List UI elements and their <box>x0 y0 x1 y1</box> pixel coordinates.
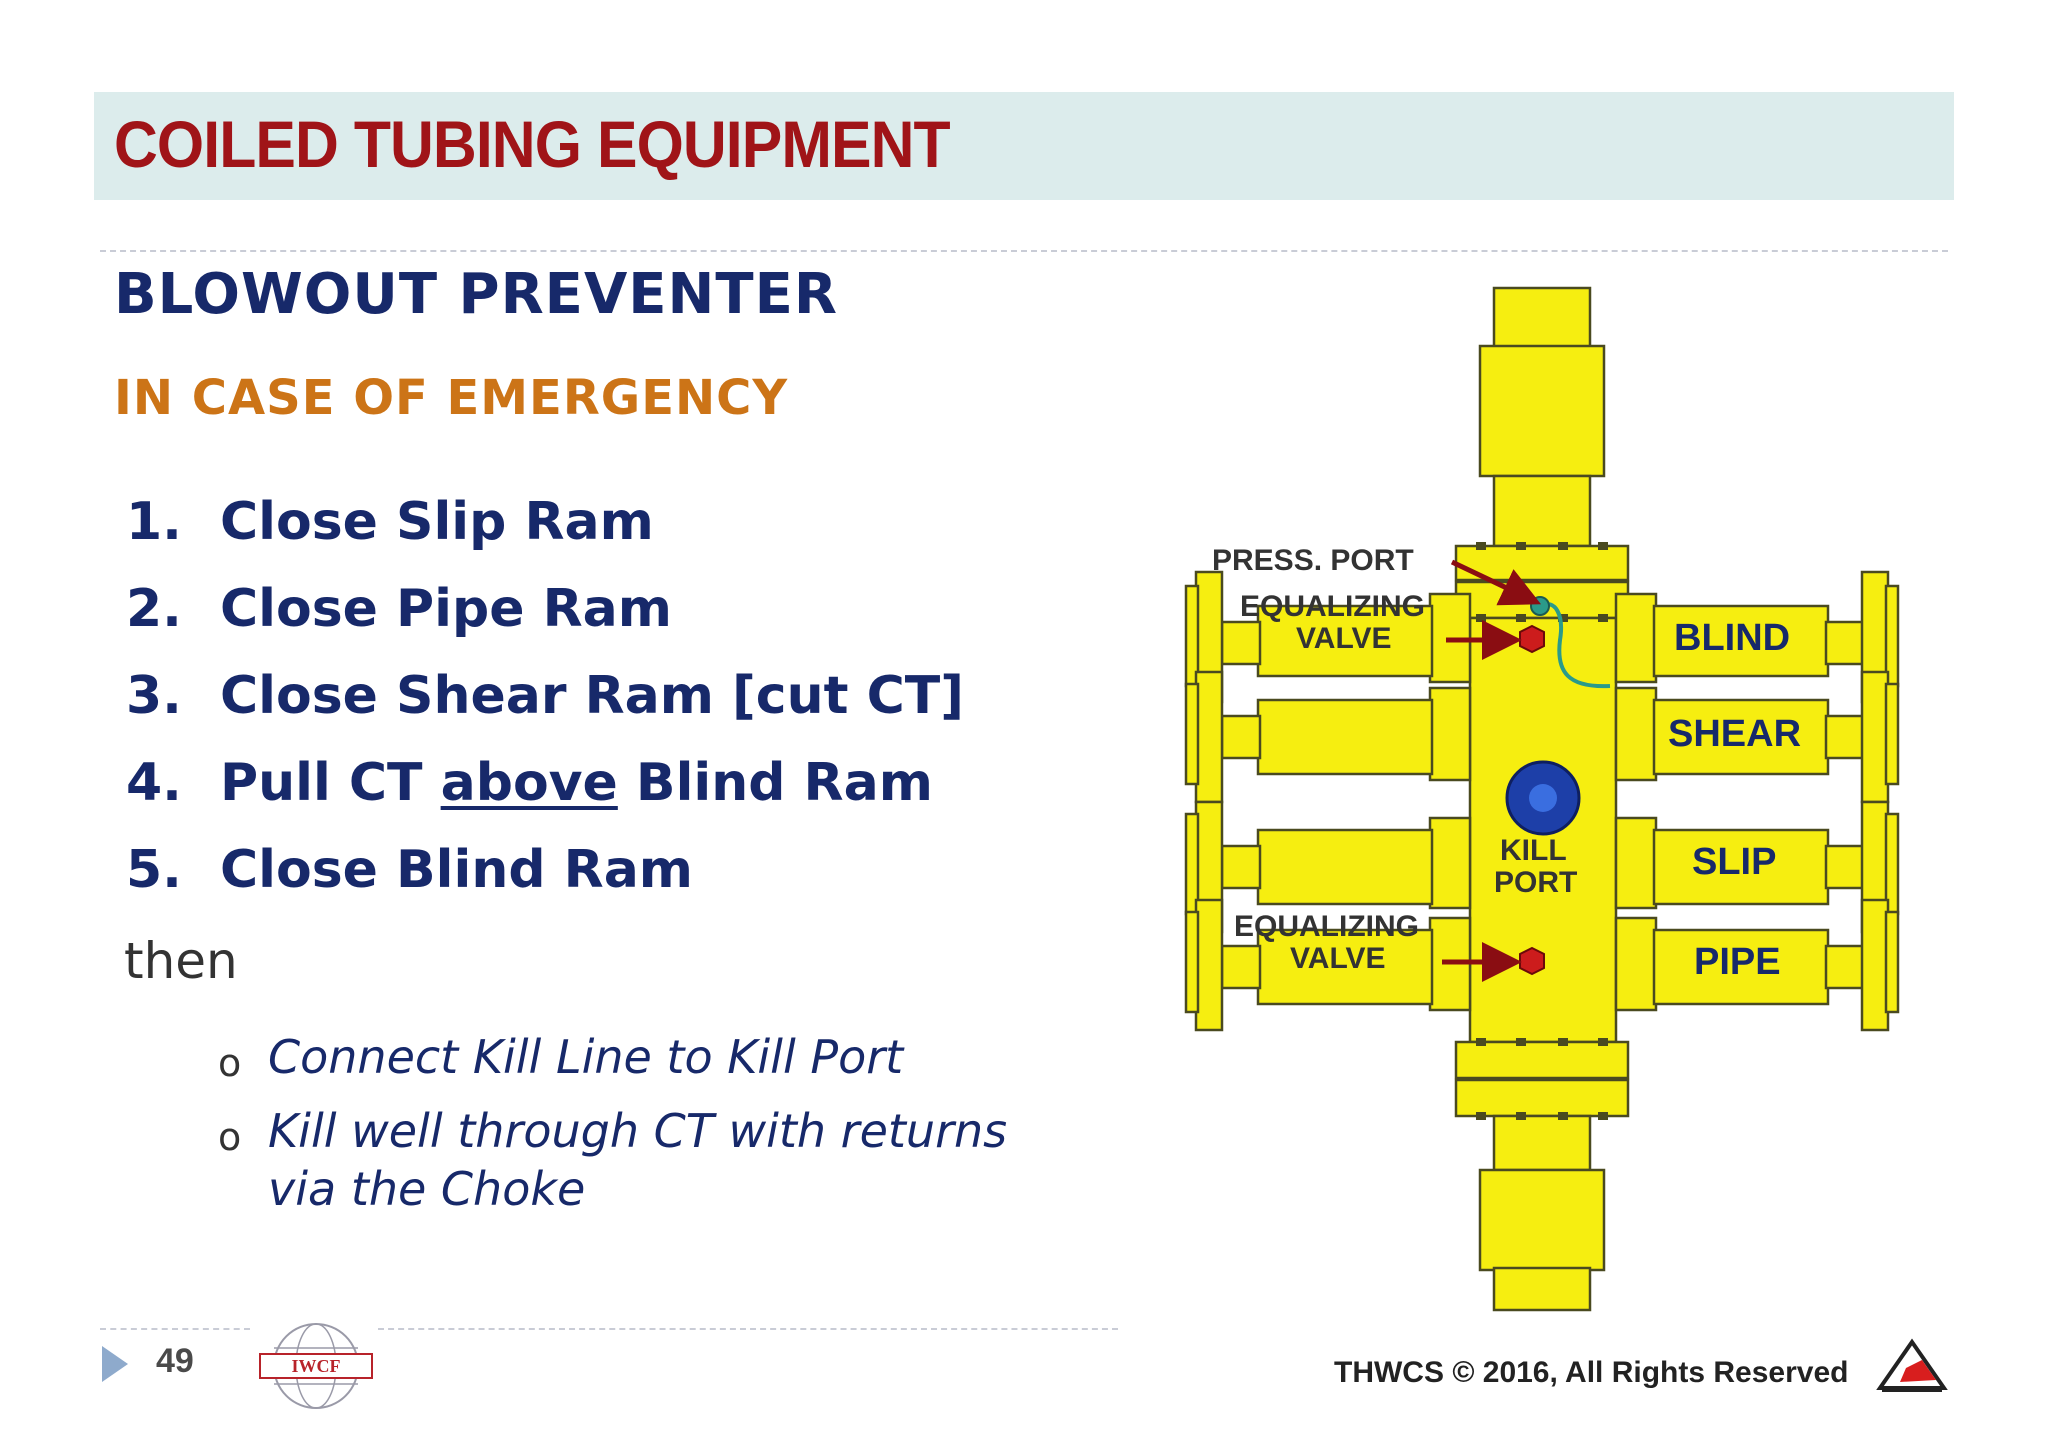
equalizing-valve-bottom-label: EQUALIZING <box>1234 910 1419 943</box>
pipe-ram-label: PIPE <box>1694 941 1781 983</box>
press-port-label: PRESS. PORT <box>1212 544 1414 577</box>
step-number: 5. <box>126 840 182 900</box>
step-text-post: Blind Ram <box>617 753 933 813</box>
bottom-pipe-neck <box>1492 1114 1592 1172</box>
equalizing-valve-top-label-2: VALVE <box>1296 622 1392 655</box>
bottom-flange <box>1454 1040 1630 1080</box>
followup-item: o Kill well through CT with returns via … <box>218 1102 1068 1218</box>
step-number: 3. <box>126 666 182 726</box>
right-ram-2 <box>1614 670 1900 804</box>
press-port-arrow <box>1450 559 1542 606</box>
step-text-emphasis: above <box>440 753 618 813</box>
then-text: then <box>124 932 238 990</box>
step-text: Close Slip Ram <box>220 492 654 552</box>
right-ram-4 <box>1614 898 1900 1032</box>
section-subheading: IN CASE OF EMERGENCY <box>114 370 789 426</box>
equalizing-valve-bottom-label-2: VALVE <box>1290 942 1386 975</box>
step-item: 3. Close Shear Ram [cut CT] <box>126 666 964 753</box>
iwcf-logo: IWCF <box>259 1323 373 1409</box>
pressure-hose <box>1539 602 1611 689</box>
top-collar <box>1478 344 1606 478</box>
followup-text: Kill well through CT with returns via th… <box>268 1104 1008 1216</box>
step-number: 1. <box>126 492 182 552</box>
thwcs-logo <box>1876 1338 1948 1392</box>
divider-bottom-right <box>378 1328 1118 1330</box>
step-item: 4. Pull CT above Blind Ram <box>126 753 964 840</box>
top-pipe <box>1492 286 1592 350</box>
equalizing-valve-bottom-icon <box>1519 946 1545 976</box>
step-text-pre: Pull CT <box>220 753 441 813</box>
bottom-pipe <box>1492 1266 1592 1312</box>
left-ram-2 <box>1184 670 1472 804</box>
step-number: 2. <box>126 579 182 639</box>
emergency-steps-list: 1. Close Slip Ram 2. Close Pipe Ram 3. Clos… <box>126 492 964 927</box>
slide-marker-icon <box>102 1346 128 1382</box>
step-text: Close Blind Ram <box>220 840 693 900</box>
followup-text: Connect Kill Line to Kill Port <box>268 1030 904 1084</box>
slide-title: COILED TUBING EQUIPMENT <box>114 107 951 181</box>
bottom-collar <box>1478 1168 1606 1272</box>
blowout-preventer-diagram: PRESS. PORT EQUALIZING VALVE EQUALIZING … <box>1184 286 1900 1312</box>
kill-port-label-2: PORT <box>1494 866 1577 899</box>
kill-port-label: KILL <box>1500 834 1567 867</box>
bullet-icon: o <box>218 1115 242 1159</box>
iwcf-logo-text: IWCF <box>292 1356 341 1376</box>
step-text: Close Pipe Ram <box>220 579 672 639</box>
press-port-icon <box>1530 596 1550 616</box>
top-pipe-neck <box>1492 474 1592 548</box>
title-bar: COILED TUBING EQUIPMENT <box>94 92 1954 200</box>
page-number: 49 <box>156 1342 194 1380</box>
divider-top <box>100 250 1948 252</box>
divider-bottom-left <box>100 1328 250 1330</box>
bottom-flange-lower <box>1454 1078 1630 1118</box>
step-item: 1. Close Slip Ram <box>126 492 964 579</box>
step-item: 2. Close Pipe Ram <box>126 579 964 666</box>
right-ram-1 <box>1614 570 1900 704</box>
followup-list: o Connect Kill Line to Kill Port o Kill … <box>218 1028 1068 1234</box>
copyright-text: THWCS © 2016, All Rights Reserved <box>1334 1356 1849 1389</box>
bullet-icon: o <box>218 1041 242 1085</box>
followup-item: o Connect Kill Line to Kill Port <box>218 1028 1068 1086</box>
slip-ram-label: SLIP <box>1692 841 1776 883</box>
step-number: 4. <box>126 753 182 813</box>
step-text: Close Shear Ram [cut CT] <box>220 666 964 726</box>
shear-ram-label: SHEAR <box>1668 713 1801 755</box>
step-item: 5. Close Blind Ram <box>126 840 964 927</box>
equalizing-valve-top-icon <box>1519 624 1545 654</box>
right-ram-3 <box>1614 800 1900 934</box>
equalizing-valve-top-label: EQUALIZING <box>1240 590 1425 623</box>
section-heading: BLOWOUT PREVENTER <box>114 262 838 327</box>
blind-ram-label: BLIND <box>1674 617 1790 659</box>
